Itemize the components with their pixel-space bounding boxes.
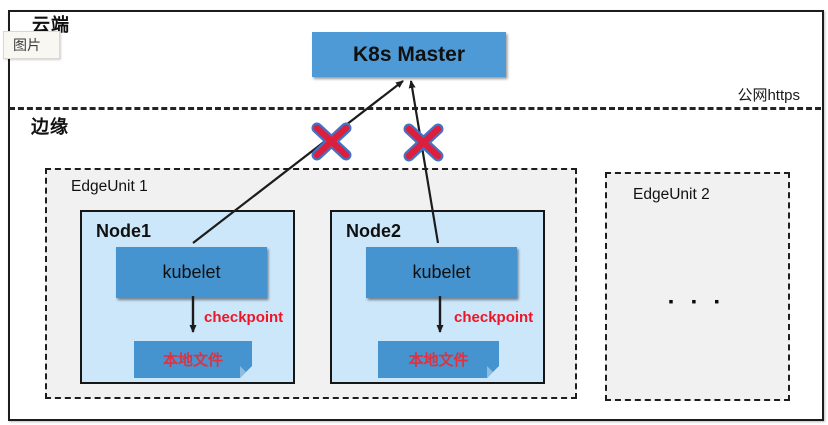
node2-kubelet-label: kubelet (412, 262, 471, 282)
node1-box: Node1 kubelet checkpoint 本地文件 (80, 210, 295, 384)
ellipsis-dots: ▪ ▪ ▪ (668, 293, 727, 309)
edge-zone-label: 边缘 (31, 117, 69, 137)
node2-local-file-label: 本地文件 (408, 352, 469, 369)
node1-kubelet-label: kubelet (162, 262, 221, 282)
node1-local-file-label: 本地文件 (162, 352, 223, 369)
node2-box: Node2 kubelet checkpoint 本地文件 (330, 210, 545, 384)
edgeunit2-label: EdgeUnit 2 (633, 186, 710, 203)
image-tooltip-badge: 图片 (3, 31, 60, 59)
k8s-master-label: K8s Master (352, 42, 466, 66)
node2-label: Node2 (346, 221, 402, 241)
edgeunit1-box: EdgeUnit 1 Node1 kubelet checkpoint 本地文件… (45, 168, 577, 399)
node2-checkpoint-label: checkpoint (454, 309, 534, 326)
cloud-edge-divider (9, 107, 821, 110)
node2-kubelet-box: kubelet (366, 247, 517, 298)
node2-local-file-box: 本地文件 (378, 341, 499, 378)
edgeunit1-label: EdgeUnit 1 (71, 178, 148, 195)
edgeunit2-box: EdgeUnit 2 ▪ ▪ ▪ (605, 172, 790, 401)
node1-local-file-box: 本地文件 (134, 341, 252, 378)
node1-kubelet-box: kubelet (116, 247, 267, 298)
cloud-zone-label: 云端 (32, 15, 70, 35)
node1-label: Node1 (96, 221, 152, 241)
node1-checkpoint-label: checkpoint (204, 309, 284, 326)
public-network-label: 公网https (737, 87, 800, 104)
k8s-master-box: K8s Master (312, 32, 506, 77)
